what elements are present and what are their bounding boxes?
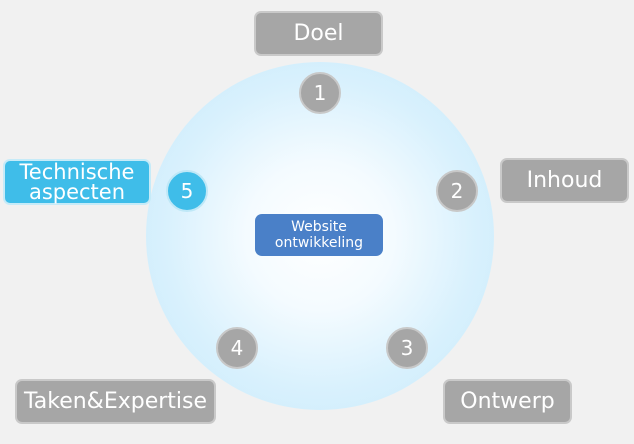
center-label-line-1: Website	[291, 219, 347, 235]
step-label-3: Ontwerp	[443, 379, 572, 424]
step-node-1: 1	[299, 72, 341, 114]
step-label-5: Technische aspecten	[3, 159, 151, 205]
step-label-5-line-1: Technische	[19, 160, 135, 184]
step-node-2: 2	[436, 170, 478, 212]
center-label-line-2: ontwikkeling	[274, 235, 364, 251]
step-label-1: Doel	[254, 11, 383, 56]
step-label-5-line-2: aspecten	[28, 180, 126, 204]
step-node-4: 4	[216, 327, 258, 369]
step-label-4: Taken&Expertise	[15, 379, 216, 424]
step-node-5: 5	[166, 170, 208, 212]
center-label: Website ontwikkeling	[255, 214, 383, 256]
step-node-3: 3	[386, 327, 428, 369]
step-label-2: Inhoud	[500, 158, 629, 203]
